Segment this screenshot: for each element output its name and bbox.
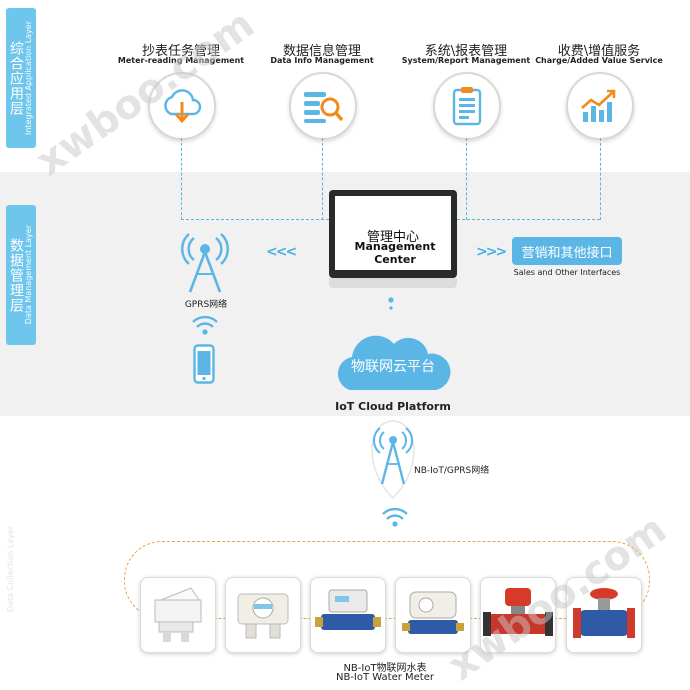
clipboard-report-icon — [452, 87, 482, 126]
service-circle-charge-service — [566, 72, 634, 140]
layer-tab-data: 数据管理层 Data Management Layer — [6, 205, 36, 345]
nb-iot-network-label: NB-IoT/GPRS网络 — [414, 466, 490, 476]
electromagnetic-flow-meter-icon — [573, 588, 635, 638]
meter-group-outline — [124, 541, 650, 619]
connector-left-horizontal — [181, 219, 329, 220]
layer-tab-application: 综合应用层 Integrated Application Layer — [6, 8, 36, 148]
compact-water-meter-icon — [402, 591, 464, 634]
connector-data-info — [322, 138, 323, 220]
service-circle-system-report — [433, 72, 501, 140]
cloud-download-icon — [164, 89, 202, 124]
management-center-monitor: 管理中心 Management Center — [329, 190, 457, 278]
growth-chart-icon — [581, 89, 616, 122]
sales-interface-label-en: Sales and Other Interfaces — [513, 268, 621, 277]
nb-iot-tower-icon — [371, 420, 415, 499]
meter-card-3 — [310, 577, 386, 653]
gprs-network-label: GPRS网络 — [184, 300, 228, 310]
connector-meter-reading — [181, 138, 182, 220]
iot-cloud-title-en: IoT Cloud Platform — [335, 400, 451, 413]
service-title-data-info: 数据信息管理 — [282, 44, 361, 59]
meter-card-5 — [480, 577, 556, 653]
layer-tab-application-en: Integrated Application Layer — [24, 21, 33, 135]
service-title-meter-reading: 抄表任务管理 — [141, 44, 220, 59]
connector-dots — [388, 297, 394, 310]
service-subtitle-data-info: Data Info Management — [270, 56, 374, 65]
meter-card-4 — [395, 577, 471, 653]
connector-right-horizontal — [457, 219, 600, 220]
red-flow-meter-icon — [483, 588, 553, 636]
management-center-title-zh: 管理中心 — [366, 230, 419, 245]
monitor-stand — [329, 278, 457, 288]
meter-card-2 — [225, 577, 301, 653]
nb-wifi-icon — [382, 507, 408, 527]
iot-cloud-icon — [337, 335, 451, 390]
management-center-title-en: Management Center — [354, 240, 436, 266]
service-title-charge-service: 收费\增值服务 — [557, 44, 641, 59]
service-title-system-report: 系统\报表管理 — [424, 44, 508, 59]
service-subtitle-system-report: System/Report Management — [401, 56, 531, 65]
meter-card-1 — [140, 577, 216, 653]
chevron-right-icon: >>> — [476, 244, 507, 260]
smart-meter-icon — [237, 593, 289, 639]
monitor-screen: 管理中心 Management Center — [335, 196, 451, 270]
sales-interface-badge: 营销和其他接口 — [512, 237, 622, 265]
meters-title-zh: NB-IoT物联网水表 — [343, 663, 427, 674]
chevron-left-icon: <<< — [266, 244, 297, 260]
blue-water-meter-icon — [315, 589, 381, 630]
prepaid-meter-icon — [154, 587, 202, 642]
wifi-icon — [192, 315, 218, 335]
meters-title-en: NB-IoT Water Meter — [335, 672, 434, 683]
meter-card-6 — [566, 577, 642, 653]
service-circle-data-info — [289, 72, 357, 140]
service-circle-meter-reading — [148, 72, 216, 140]
gprs-tower-icon — [181, 233, 229, 293]
layer-tab-data-en: Data Management Layer — [24, 225, 33, 325]
connector-system-report — [466, 138, 467, 220]
service-subtitle-meter-reading: Meter-reading Management — [117, 56, 245, 65]
iot-cloud-title-zh: 物联网云平台 — [351, 359, 435, 375]
connector-charge-service — [600, 138, 601, 220]
service-subtitle-charge-service: Charge/Added Value Service — [535, 56, 663, 65]
layer-tab-device-en: Data Collection Layer — [6, 525, 15, 612]
smartphone-icon — [193, 344, 215, 384]
layer-tab-application-zh: 综合应用层 — [8, 40, 24, 116]
data-search-icon — [304, 92, 344, 123]
layer-tab-data-zh: 数据管理层 — [8, 237, 24, 313]
